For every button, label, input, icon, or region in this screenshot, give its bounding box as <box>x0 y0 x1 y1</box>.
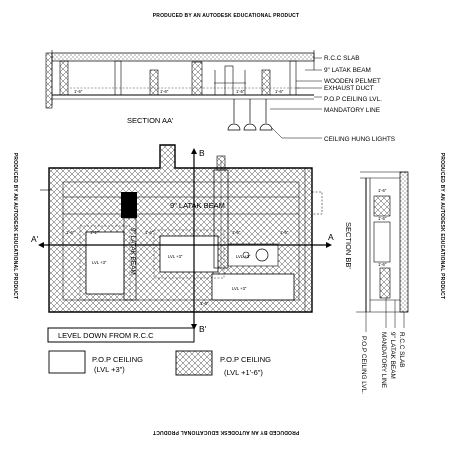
section-aa-title: SECTION AA' <box>127 116 174 125</box>
plan-dim-5: 1'-6" <box>280 230 289 235</box>
aa-dim-4: 1'-6" <box>275 89 284 94</box>
legend-level-down-label: LEVEL DOWN FROM R.C.C <box>58 331 154 340</box>
aa-label-ceiling-hung-lights: CEILING HUNG LIGHTS <box>324 136 395 143</box>
section-mark-a-left: A' <box>31 234 39 244</box>
aa-dim-3: 1'-6" <box>236 89 245 94</box>
bb-label-latak-beam: 9" LATAK BEAM <box>389 332 396 379</box>
watermark-top: PRODUCED BY AN AUTODESK EDUCATIONAL PROD… <box>153 13 299 19</box>
legend-plain-label: P.O.P CEILING <box>92 355 143 364</box>
plan-dim-3: 1'-6" <box>145 230 154 235</box>
legend-level-down-box <box>47 327 195 343</box>
aa-label-pop-ceiling: P.O.P CEILING LVL. <box>324 96 382 103</box>
plan-beam-label-vertical: 9" LATAK BEAM <box>129 228 136 275</box>
plan-dim-1: 1'-6" <box>66 230 75 235</box>
plan-dim-2: 1'-2" <box>90 230 99 235</box>
bb-dim-1: 1'-6" <box>378 188 387 193</box>
aa-label-wooden-pelmet: WOODEN PELMET <box>324 78 381 85</box>
aa-label-rcc-slab: R.C.C SLAB <box>324 55 360 62</box>
aa-dim-1: 1'-6" <box>74 89 83 94</box>
watermark-right: PRODUCED BY AN AUTODESK EDUCATIONAL PROD… <box>439 153 445 299</box>
plan-level-1: LVL +3" <box>92 260 107 265</box>
aa-dim-2: 1'-6" <box>160 89 169 94</box>
bb-label-pop-ceiling: P.O.P CEILING LVL. <box>360 336 367 394</box>
section-mark-b-top: B <box>199 148 205 158</box>
bb-dim-2: 1'-6" <box>378 216 387 221</box>
plan-level-4: LVL +3" <box>236 254 251 259</box>
aa-label-latak-beam: 9" LATAK BEAM <box>324 67 371 74</box>
section-bb-title: SECTION BB' <box>344 222 353 269</box>
plan-level-3: LVL +3" <box>232 286 247 291</box>
section-aa-dims: 1'-6" 1'-6" 1'-6" 1'-6" <box>74 89 284 94</box>
plan-dim-6: 1'-6" <box>200 301 209 306</box>
plan-beam-label-horizontal: 9" LATAK BEAM <box>170 201 225 210</box>
bb-label-rcc-slab: R.C.C SLAB <box>398 332 405 368</box>
bb-label-mandatory-line: MANDATORY LINE <box>380 332 387 388</box>
ceiling-plan <box>38 144 332 330</box>
aa-label-exhaust-duct: EXHAUST DUCT <box>324 85 374 92</box>
watermark-left: PRODUCED BY AN AUTODESK EDUCATIONAL PROD… <box>12 153 18 299</box>
plan-levels: LVL +3" LVL +3" LVL +3" LVL +3" <box>92 254 251 291</box>
legend: LEVEL DOWN FROM R.C.C P.O.P CEILING (LVL… <box>47 327 271 377</box>
section-bb-drawing <box>356 171 409 332</box>
legend-plain-level: (LVL +3") <box>94 365 125 374</box>
aa-label-mandatory-line: MANDATORY LINE <box>324 107 380 114</box>
legend-plain-swatch <box>48 350 86 374</box>
legend-hatched-swatch <box>175 350 213 376</box>
plan-dim-4: 1'-6" <box>232 230 241 235</box>
plan-level-2: LVL +3" <box>168 254 183 259</box>
legend-hatched-level: (LVL +1'-6") <box>224 368 263 377</box>
section-mark-b-bottom: B' <box>199 324 207 334</box>
section-mark-a-right: A <box>328 232 334 242</box>
watermark-bottom: PRODUCED BY AN AUTODESK EDUCATIONAL PROD… <box>153 429 299 435</box>
section-bb-dims: 1'-6" 1'-6" 1'-6" <box>378 188 387 267</box>
section-aa-drawing <box>45 50 322 139</box>
bb-dim-3: 1'-6" <box>378 262 387 267</box>
legend-hatched-label: P.O.P CEILING <box>220 355 271 364</box>
plan-dims: 1'-6" 1'-2" 1'-6" 1'-6" 1'-6" 1'-6" <box>66 230 289 306</box>
